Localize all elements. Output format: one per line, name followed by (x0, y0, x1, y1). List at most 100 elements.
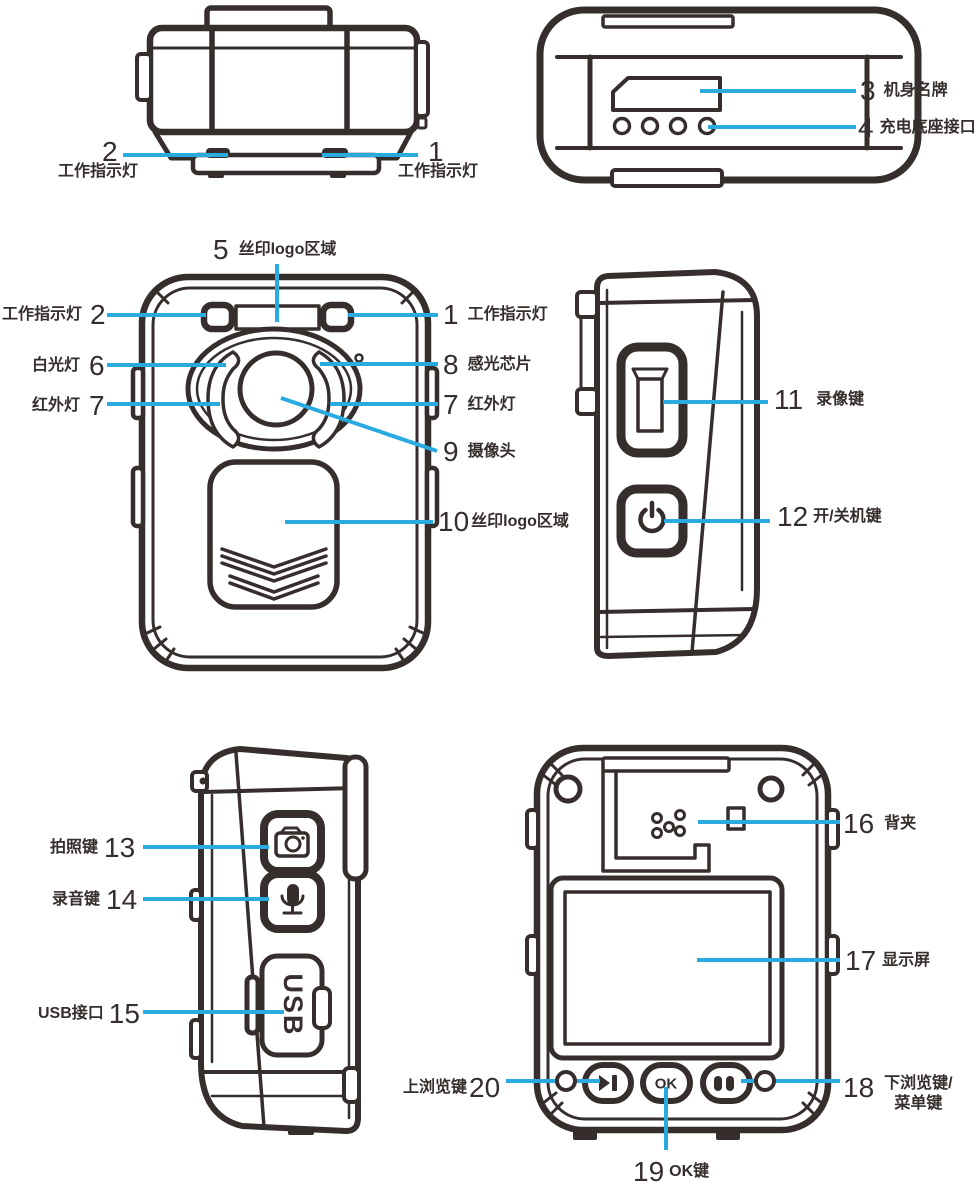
top-body (146, 24, 421, 136)
top-view (135, 5, 430, 178)
clip-slot (726, 806, 746, 831)
callout-4-charging-dock: 4 充电底座接口 (858, 114, 976, 142)
callout-text: 丝印logo区域 (471, 513, 569, 530)
callout-text: 摄像头 (467, 443, 516, 460)
callout-number: 1 (443, 299, 459, 330)
callout-text: 白光灯 (32, 357, 81, 374)
logo-area-front (207, 459, 340, 610)
callout-text: 工作指示灯 (2, 306, 83, 323)
callout-number: 14 (106, 884, 138, 915)
callout-text: 录像键 (816, 391, 865, 408)
side-rail-tab (342, 754, 369, 882)
screw-hole-right (757, 775, 785, 803)
right-side-body (594, 269, 760, 659)
record-slider-icon (631, 367, 669, 433)
bottom-view (536, 6, 922, 188)
callout-text: 拍照键 (50, 839, 99, 856)
callout-number: 7 (89, 390, 105, 421)
chevron-emblem (220, 547, 328, 601)
callout-11-record-key: 11 录像键 (774, 386, 864, 414)
callout-19-ok-key: 19 OK键 (633, 1158, 709, 1186)
microphone-icon (280, 884, 305, 915)
callout-number: 15 (108, 998, 140, 1029)
callout-14-audio-key: 录音键 14 (52, 886, 137, 914)
ok-button-text: OK (655, 1076, 678, 1093)
callout-text: USB接口 (38, 1005, 104, 1022)
usb-port-text: USB (278, 973, 308, 1036)
callout-text: 背夹 (884, 815, 917, 832)
callout-5-logo-area: 5 丝印logo区域 (213, 236, 336, 264)
display-screen (563, 890, 772, 1046)
callout-text: OK键 (669, 1163, 710, 1180)
callout-2-front: 工作指示灯 2 (2, 301, 106, 329)
callout-10-logo-area: 10 丝印logo区域 (438, 508, 569, 536)
callout-number: 1 (428, 136, 444, 167)
callout-13-photo-key: 拍照键 13 (50, 834, 135, 862)
photo-button (260, 810, 325, 875)
callout-text: 工作指示灯 (467, 306, 548, 323)
top-pin (190, 770, 209, 793)
callout-text: 下浏览键/ (884, 1075, 953, 1092)
callout-number: 10 (438, 506, 470, 537)
callout-7-infrared-right: 7 红外灯 (443, 391, 516, 419)
back-clip-plate (601, 756, 731, 873)
callout-number: 12 (777, 501, 809, 532)
callout-text: 上浏览键 (403, 1079, 468, 1096)
callout-number: 5 (213, 234, 229, 265)
callout-text: 工作指示灯 (58, 163, 139, 180)
power-icon (638, 500, 666, 534)
callout-number: 4 (858, 112, 874, 143)
callout-number: 7 (443, 389, 459, 420)
callout-number: 17 (845, 945, 877, 976)
corner-hatching (540, 760, 825, 1118)
callout-text: 录音键 (52, 891, 101, 908)
callout-number: 20 (469, 1072, 501, 1103)
leader-9 (280, 396, 438, 453)
callout-text: 显示屏 (882, 952, 931, 969)
white-light-lamp (206, 350, 241, 449)
work-indicator-2-led (200, 301, 236, 333)
callout-text: 丝印logo区域 (238, 241, 337, 258)
callout-12-power-key: 12 开/关机键 (777, 503, 882, 531)
callout-number: 6 (89, 350, 105, 381)
callout-16-back-clip: 16 背夹 (843, 810, 916, 838)
callout-number: 11 (774, 384, 804, 415)
callout-text: 充电底座接口 (879, 119, 976, 136)
nameplate (611, 76, 722, 112)
callout-1-top: 1 工作指示灯 (398, 138, 478, 182)
infrared-lamp (311, 350, 346, 449)
menu-icon (714, 1076, 734, 1091)
bottom-body (536, 6, 922, 184)
callout-17-display: 17 显示屏 (845, 947, 930, 975)
callout-1-front: 1 工作指示灯 (443, 301, 548, 329)
nav-hole-left (555, 1070, 577, 1092)
screw-hole-left (553, 774, 583, 804)
front-view (130, 273, 440, 672)
callout-number: 2 (90, 299, 106, 330)
callout-number: 9 (443, 436, 459, 467)
callout-8-sensor-chip: 8 感光芯片 (443, 351, 532, 379)
callout-6-white-light: 白光灯 6 (32, 352, 105, 380)
corner-hatching (145, 288, 425, 663)
callout-text: 感光芯片 (467, 356, 532, 373)
speaker-holes (651, 809, 686, 839)
left-side-view: USB (189, 746, 369, 1135)
callout-text: 工作指示灯 (398, 163, 479, 180)
callout-number: 16 (843, 808, 875, 839)
callout-number: 18 (843, 1072, 875, 1103)
camera-icon (274, 826, 310, 858)
camera-lens (237, 350, 315, 428)
right-side-view (575, 269, 760, 659)
callout-number: 8 (443, 349, 459, 380)
light-sensor-dot (354, 353, 364, 363)
callout-text: 开/关机键 (813, 508, 882, 525)
callout-9-camera: 9 摄像头 (443, 438, 516, 466)
callout-2-top: 2 工作指示灯 (58, 138, 138, 182)
callout-18-down-browse-menu: 18 下浏览键/ 菜单键 (843, 1074, 953, 1114)
callout-text-line2: 菜单键 (894, 1095, 943, 1112)
callout-number: 2 (102, 136, 118, 167)
callout-20-up-browse: 上浏览键 20 (403, 1074, 500, 1102)
display-screen-frame (548, 875, 785, 1061)
